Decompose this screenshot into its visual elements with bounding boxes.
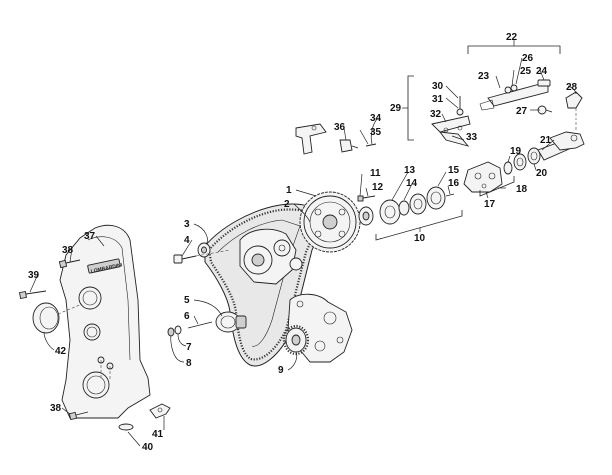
- bolt-11-12: [357, 195, 376, 202]
- drive-shaft: [537, 118, 585, 161]
- callout-33: 33: [466, 132, 478, 143]
- stud-6: [187, 321, 213, 329]
- screw-35: [365, 143, 377, 147]
- bracket-22: [467, 45, 561, 54]
- callout-23: 23: [478, 71, 490, 82]
- nut-8: [167, 327, 175, 337]
- callout-27: 27: [516, 106, 528, 117]
- cover-bolt-upper: [58, 259, 81, 269]
- callout-15: 15: [448, 165, 460, 176]
- bolt-4: [173, 249, 231, 264]
- callout-21: 21: [540, 135, 552, 146]
- callout-labels: 1 2 3 4 5 6 7 8 9 10 11 12 13 14 15 16 1…: [28, 32, 578, 453]
- callout-31: 31: [432, 94, 444, 105]
- callout-34: 34: [370, 113, 382, 124]
- oring-40: [118, 423, 134, 431]
- callout-3: 3: [184, 219, 190, 230]
- callout-1: 1: [286, 185, 292, 196]
- pin-16: [445, 193, 455, 197]
- timing-cover: LOMBARDINI: [59, 224, 151, 419]
- callout-24: 24: [536, 66, 548, 77]
- cover-bolt-lower: [68, 411, 89, 421]
- cover-cap: [32, 302, 83, 334]
- water-pump: [239, 228, 303, 285]
- callout-7: 7: [186, 342, 192, 353]
- washer-7: [174, 325, 182, 335]
- callout-13: 13: [404, 165, 416, 176]
- lever-bracket: [295, 123, 327, 155]
- callout-41: 41: [152, 429, 164, 440]
- callout-40: 40: [142, 442, 154, 453]
- callout-4: 4: [184, 235, 190, 246]
- callout-16: 16: [448, 178, 460, 189]
- governor-lever: [431, 96, 471, 147]
- callout-25: 25: [520, 66, 532, 77]
- bracket-29: [407, 75, 414, 141]
- callout-9: 9: [278, 365, 284, 376]
- callout-38-upper: 38: [62, 245, 74, 256]
- callout-8: 8: [186, 358, 192, 369]
- callout-6: 6: [184, 311, 190, 322]
- callout-20: 20: [536, 168, 548, 179]
- callout-17: 17: [484, 199, 496, 210]
- callout-30: 30: [432, 81, 444, 92]
- callout-39: 39: [28, 270, 40, 281]
- cover-logo-plate: [87, 258, 121, 274]
- callout-10: 10: [414, 233, 426, 244]
- callout-35: 35: [370, 127, 382, 138]
- callout-18: 18: [516, 184, 528, 195]
- callout-36: 36: [334, 122, 346, 133]
- shaft-seal-group: [358, 186, 446, 226]
- callout-32: 32: [430, 109, 442, 120]
- callout-11: 11: [370, 168, 381, 179]
- clip-41: [149, 403, 171, 419]
- callout-5: 5: [184, 295, 190, 306]
- callout-12: 12: [372, 182, 384, 193]
- callout-28: 28: [566, 82, 578, 93]
- injection-pump-body: [463, 161, 503, 193]
- callout-29: 29: [390, 103, 402, 114]
- callout-38-lower: 38: [50, 403, 62, 414]
- callout-14: 14: [406, 178, 418, 189]
- callout-26: 26: [522, 53, 534, 64]
- linkage-assembly: [479, 79, 583, 118]
- cam-sprocket: [299, 191, 361, 253]
- callout-19: 19: [510, 146, 522, 157]
- washer-3: [197, 242, 211, 258]
- bracket-10: [375, 210, 463, 241]
- bracket-18: [479, 176, 515, 197]
- cover-bolt-long: [19, 290, 47, 299]
- crank-sprocket: [282, 324, 310, 356]
- belt-tensioner: [215, 311, 247, 333]
- callout-42: 42: [55, 346, 67, 357]
- callout-37: 37: [84, 231, 96, 242]
- sensor-36: [339, 139, 359, 153]
- callout-2: 2: [284, 199, 290, 210]
- callout-22: 22: [506, 32, 518, 43]
- leader-lines: [29, 57, 577, 447]
